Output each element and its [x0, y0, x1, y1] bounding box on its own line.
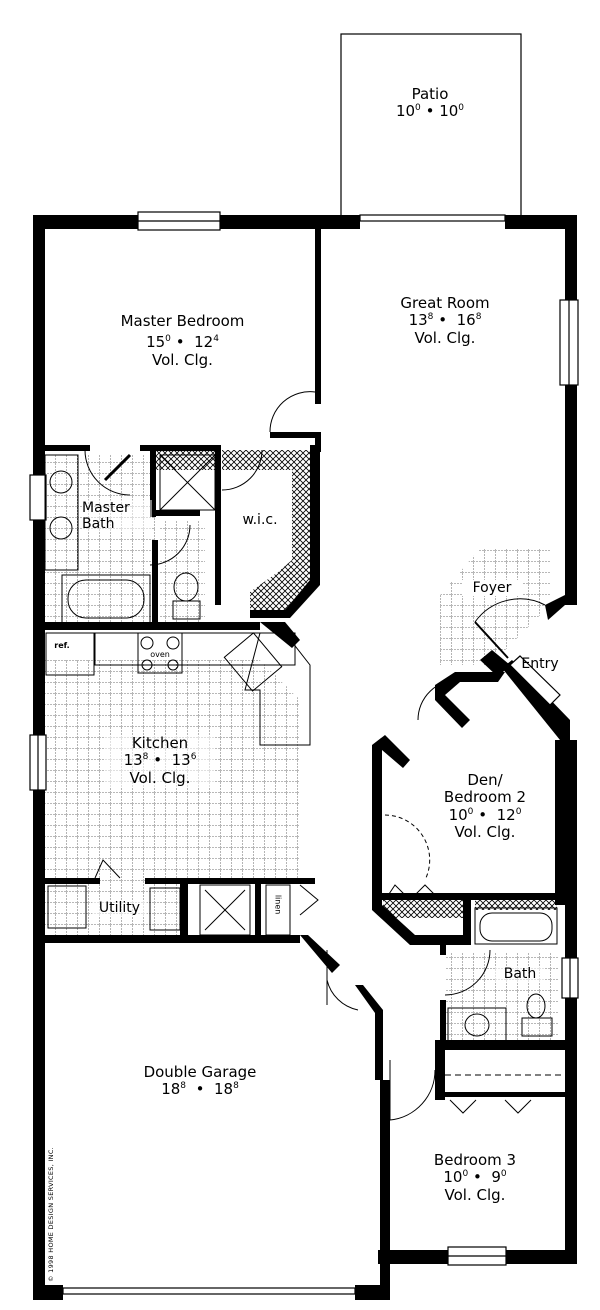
room-label-linen: linen: [273, 894, 283, 915]
ceiling-note: Vol. Clg.: [444, 1185, 506, 1204]
windows: [29, 211, 579, 1295]
room-name: Kitchen: [131, 734, 189, 752]
patio-outline: [340, 33, 522, 217]
fixture-label-oven: oven: [150, 650, 170, 659]
room-dimensions: 100 • 120: [448, 805, 522, 824]
room-name: Bedroom 3: [433, 1151, 517, 1169]
room-dimensions: 138 • 136: [123, 751, 197, 770]
room-name-line2: Bedroom 2: [443, 788, 527, 807]
ceiling-note: Vol. Clg.: [129, 768, 191, 787]
room-label-master-bedroom: Master Bedroom 150 • 124 Vol. Clg.: [90, 312, 275, 369]
room-dimensions: 138 • 168: [408, 311, 482, 330]
room-label-great-room: Great Room 138 • 168 Vol. Clg.: [375, 294, 515, 347]
exterior-walls: [33, 215, 577, 1300]
room-label-entry: Entry: [521, 656, 559, 672]
ceiling-note: Vol. Clg.: [414, 328, 476, 347]
room-dimensions: 150 • 124: [146, 333, 219, 352]
room-name: Patio: [411, 85, 449, 103]
room-label-master-bath: Master Bath: [82, 500, 152, 533]
ceiling-note: Vol. Clg.: [152, 350, 213, 369]
room-label-patio: Patio 100 • 100: [370, 85, 490, 121]
room-name: Master Bath: [82, 500, 130, 533]
room-label-utility: Utility: [92, 900, 147, 917]
room-dimensions: 100 • 90: [443, 1168, 507, 1187]
room-name: Double Garage: [143, 1063, 257, 1081]
room-name: Master Bedroom: [120, 312, 245, 330]
room-dimensions: 188 • 188: [161, 1080, 239, 1099]
ceiling-note: Vol. Clg.: [454, 822, 516, 841]
fixture-label-refrigerator: ref.: [54, 641, 70, 650]
room-name-line1: Den/: [467, 771, 503, 789]
room-label-double-garage: Double Garage 188 • 188: [110, 1063, 290, 1099]
room-name: Great Room: [400, 294, 490, 312]
room-label-wic: w.i.c.: [242, 512, 278, 528]
room-dimensions: 100 • 100: [395, 102, 465, 121]
room-label-foyer: Foyer: [462, 580, 522, 597]
room-label-den-bedroom-2: Den/ Bedroom 2 100 • 120 Vol. Clg.: [420, 771, 550, 841]
room-label-bedroom-3: Bedroom 3 100 • 90 Vol. Clg.: [410, 1151, 540, 1204]
fixtures: [44, 454, 565, 1076]
interior-walls: [45, 229, 570, 1100]
copyright-notice: © 1998 HOME DESIGN SERVICES, INC.: [47, 1146, 55, 1282]
room-label-bath: Bath: [495, 966, 545, 983]
room-label-kitchen: Kitchen 138 • 136 Vol. Clg.: [105, 734, 215, 787]
door-swings: [84, 391, 546, 1121]
closet-hatching: [150, 450, 557, 918]
